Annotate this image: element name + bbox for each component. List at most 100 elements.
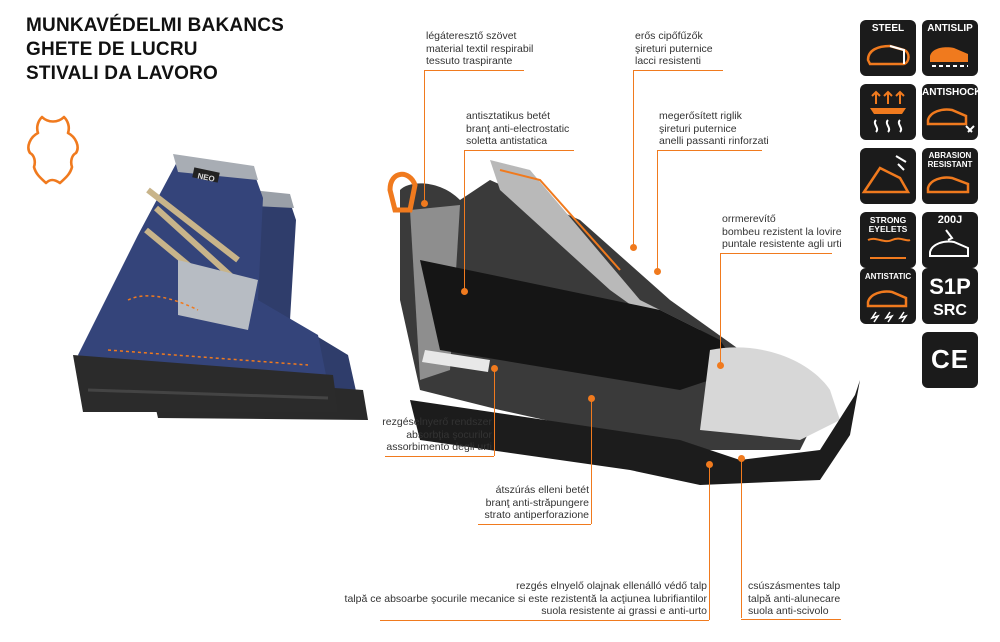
badge-water: [860, 148, 916, 204]
leather-icon: [27, 115, 79, 185]
callout-insole-ro: branţ anti-electrostatic: [466, 122, 570, 135]
callout-shock-ro: absorbţia şocurilor: [406, 428, 492, 441]
leader-plate: [591, 398, 592, 524]
breathable-insole-icon: [870, 90, 906, 133]
dot-toecap: [717, 362, 724, 369]
callout-eyelets-hu: megerősített riglik: [659, 110, 742, 122]
title-it: STIVALI DA LAVORO: [26, 63, 218, 84]
impact-toe-icon: [929, 229, 969, 257]
callout-insole: antisztatikus betét branţ anti-electrost…: [466, 110, 569, 148]
badge-200j-label: 200J: [937, 214, 963, 226]
dot-laces: [630, 244, 637, 251]
callout-plate-it: strato antiperforazione: [484, 509, 589, 521]
boot-cutaway-image: [387, 160, 860, 485]
badge-s1p-label: S1P: [929, 274, 971, 299]
underline-plate: [478, 524, 591, 525]
callout-eyelets: megerősített riglik şireturi puternice a…: [659, 110, 769, 148]
callout-toecap-ro: bombeu rezistent la lovire: [722, 225, 842, 238]
badge-breathable: [860, 84, 916, 140]
abrasion-icon: [926, 176, 970, 194]
callout-laces: erős cipőfűzők şireturi puternice lacci …: [635, 30, 713, 68]
dot-fabric: [421, 200, 428, 207]
badge-antislip-label: ANTISLIP: [927, 23, 973, 34]
callout-outsole: rezgés elnyelő olajnak ellenálló védő ta…: [340, 580, 707, 618]
antishock-icon: [926, 108, 975, 133]
badge-steel: STEEL: [860, 20, 916, 76]
badge-antishock-label: ANTISHOCK: [922, 87, 978, 98]
callout-fabric-ro: material textil respirabil: [426, 42, 534, 55]
underline-fabric: [424, 70, 524, 71]
callout-shock-hu: rezgéselnyerő rendszer: [382, 416, 492, 428]
badge-200j: 200J: [922, 212, 978, 268]
leader-shock: [494, 370, 495, 456]
callout-insole-it: soletta antistatica: [466, 135, 548, 147]
dot-shock: [491, 365, 498, 372]
callout-fabric-hu: légáteresztő szövet: [426, 30, 517, 42]
underline-eyelets: [657, 150, 762, 151]
callout-outsole-hu: rezgés elnyelő olajnak ellenálló védő ta…: [516, 580, 707, 592]
leader-eyelets: [657, 150, 658, 275]
callout-toecap-hu: orrmerevítő: [722, 213, 776, 225]
antislip-icon: [930, 47, 968, 67]
callout-toecap-it: puntale resistente agli urti: [722, 238, 842, 250]
callout-antislip-hu: csúszásmentes talp: [748, 580, 841, 592]
badge-antistatic: ANTISTATIC: [860, 268, 916, 324]
antistatic-icon: [866, 290, 908, 323]
dot-outsole: [706, 461, 713, 468]
badge-src-label: SRC: [933, 302, 967, 319]
badge-eyelets-label: STRONG EYELETS: [868, 215, 908, 234]
callout-shock-it: assorbimento degli urti: [386, 441, 492, 453]
badge-ce: CE: [922, 332, 978, 388]
callout-shock: rezgéselnyerő rendszer absorbţia şocuril…: [370, 416, 492, 454]
ce-mark: CE: [930, 344, 970, 374]
underline-laces: [633, 70, 723, 71]
leader-outsole: [709, 464, 710, 620]
callout-eyelets-it: anelli passanti rinforzati: [659, 135, 769, 147]
badge-abrasion-label: ABRASION RESISTANT: [927, 151, 973, 169]
leader-antislip: [741, 458, 742, 618]
product-title: MUNKAVÉDELMI BAKANCS GHETE DE LUCRU STIV…: [26, 14, 284, 86]
callout-antislip-ro: talpă anti-alunecare: [748, 592, 841, 605]
callout-outsole-it: suola resistente ai grassi e anti-urto: [541, 605, 707, 617]
water-resistant-icon: [861, 155, 911, 194]
boot-brand-label: NEO: [197, 171, 216, 183]
badge-antishock: ANTISHOCK: [922, 84, 978, 140]
leader-toecap: [720, 253, 721, 365]
callout-insole-hu: antisztatikus betét: [466, 110, 551, 122]
callout-fabric: légáteresztő szövet material textil resp…: [426, 30, 533, 68]
callout-plate-hu: átszúrás elleni betét: [495, 484, 589, 496]
underline-antislip: [741, 619, 841, 620]
callout-plate-ro: branţ anti-străpungere: [485, 496, 589, 509]
badge-s1p-src: S1P SRC: [922, 268, 978, 324]
callout-laces-hu: erős cipőfűzők: [635, 30, 703, 42]
leader-fabric: [424, 70, 425, 202]
underline-shock: [385, 456, 494, 457]
badge-steel-label: STEEL: [871, 23, 905, 34]
callout-laces-ro: şireturi puternice: [635, 42, 713, 55]
callout-toecap: orrmerevítő bombeu rezistent la lovire p…: [722, 213, 842, 251]
callout-antislip-it: suola anti-scivolo: [748, 605, 829, 617]
underline-toecap: [720, 253, 832, 254]
steel-toe-icon: [866, 44, 910, 66]
callout-outsole-ro: talpă ce absoarbe şocurile mecanice si e…: [344, 592, 707, 605]
leader-laces: [633, 70, 634, 250]
badge-abrasion: ABRASION RESISTANT: [922, 148, 978, 204]
callout-plate: átszúrás elleni betét branţ anti-străpun…: [458, 484, 589, 522]
callout-antislip: csúszásmentes talp talpă anti-alunecare …: [748, 580, 840, 618]
dot-antislip: [738, 455, 745, 462]
badge-antistatic-label: ANTISTATIC: [864, 272, 912, 281]
title-ro: GHETE DE LUCRU: [26, 39, 198, 60]
dot-insole: [461, 288, 468, 295]
dot-eyelets: [654, 268, 661, 275]
eyelets-icon: [867, 237, 911, 259]
boots-pair-image: NEO: [73, 154, 368, 420]
callout-fabric-it: tessuto traspirante: [426, 55, 513, 67]
leader-insole: [464, 150, 465, 290]
badge-antislip: ANTISLIP: [922, 20, 978, 76]
callout-eyelets-ro: şireturi puternice: [659, 122, 737, 135]
badge-eyelets: STRONG EYELETS: [860, 212, 916, 268]
title-hu: MUNKAVÉDELMI BAKANCS: [26, 15, 285, 36]
underline-outsole: [380, 620, 709, 621]
underline-insole: [464, 150, 574, 151]
callout-laces-it: lacci resistenti: [635, 55, 701, 67]
